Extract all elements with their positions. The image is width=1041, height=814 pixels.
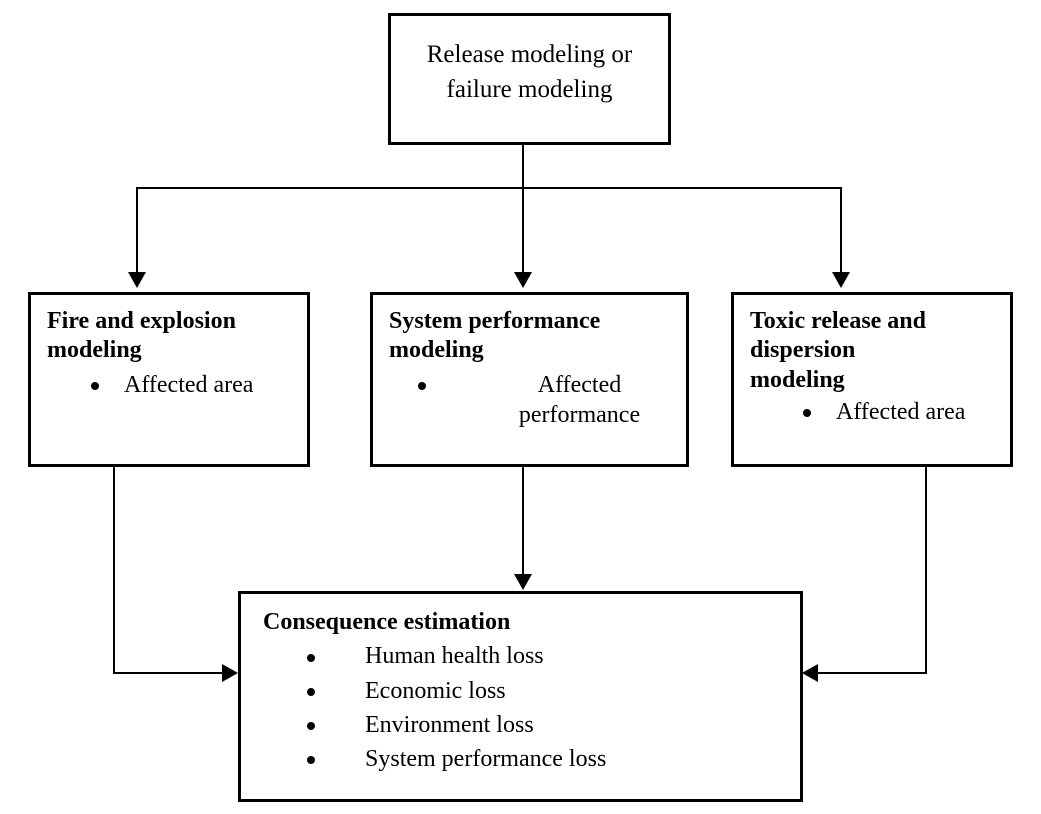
bullet-label: Affected performance [518, 371, 641, 428]
edge-left-to-bottom-drop [113, 467, 115, 674]
arrowhead-into-right-node [832, 272, 850, 288]
list-item: System performance loss [307, 744, 800, 774]
node-bullet-list: Human health loss Economic loss Environm… [263, 641, 800, 774]
bullet-dot-icon [307, 653, 315, 662]
list-item: Affected area [91, 370, 307, 400]
bullet-label: Economic loss [365, 677, 506, 704]
node-content: Toxic release and dispersion modeling Af… [734, 295, 1010, 427]
node-title: Fire and explosion modeling [47, 308, 236, 364]
arrowhead-into-middle-node [514, 272, 532, 288]
arrowhead-into-bottom-right [802, 664, 818, 682]
edge-top-to-right-drop [840, 187, 842, 273]
edge-distribution-bar [136, 187, 842, 189]
list-item: Environment loss [307, 710, 800, 740]
list-item: Economic loss [307, 676, 800, 706]
node-consequence-estimation[interactable]: Consequence estimation Human health loss… [238, 591, 803, 802]
node-release-or-failure-modeling[interactable]: Release modeling or failure modeling [388, 13, 671, 145]
node-bullet-list: Affected area [750, 397, 1010, 427]
bullet-label: Human health loss [365, 643, 544, 670]
bullet-dot-icon [307, 687, 315, 696]
bullet-label: Affected area [124, 371, 254, 398]
arrowhead-into-bottom-left [222, 664, 238, 682]
arrowhead-into-left-node [128, 272, 146, 288]
node-title: Release modeling or failure modeling [426, 41, 633, 103]
list-item: Affected performance [418, 370, 686, 430]
node-title: Consequence estimation [263, 609, 511, 635]
arrowhead-into-bottom-top [514, 574, 532, 590]
node-content: System performance modeling Affected per… [373, 295, 686, 430]
node-system-performance-modeling[interactable]: System performance modeling Affected per… [370, 292, 689, 467]
node-fire-and-explosion-modeling[interactable]: Fire and explosion modeling Affected are… [28, 292, 310, 467]
edge-middle-to-bottom-drop [522, 467, 524, 576]
edge-top-stem [522, 145, 524, 188]
node-title: System performance modeling [389, 308, 601, 364]
list-item: Affected area [803, 397, 1010, 427]
node-content: Release modeling or failure modeling [391, 16, 668, 107]
edge-top-to-left-drop [136, 187, 138, 273]
edge-right-to-bottom-drop [925, 467, 927, 674]
bullet-dot-icon [418, 382, 426, 390]
node-bullet-list: Affected performance [389, 370, 686, 430]
bullet-dot-icon [91, 382, 99, 390]
bullet-dot-icon [307, 722, 315, 731]
bullet-dot-icon [803, 409, 811, 418]
bullet-label: System performance loss [365, 745, 607, 772]
edge-right-to-bottom-run [816, 672, 927, 674]
bullet-label: Environment loss [365, 711, 534, 738]
node-toxic-release-and-dispersion-modeling[interactable]: Toxic release and dispersion modeling Af… [731, 292, 1013, 467]
node-bullet-list: Affected area [47, 370, 307, 400]
node-title: Toxic release and dispersion modeling [750, 308, 927, 393]
node-content: Consequence estimation Human health loss… [241, 594, 800, 774]
edge-left-to-bottom-run [113, 672, 225, 674]
bullet-dot-icon [307, 756, 315, 765]
edge-top-to-middle-drop [522, 187, 524, 273]
bullet-label: Affected area [836, 398, 966, 425]
node-content: Fire and explosion modeling Affected are… [31, 295, 307, 400]
list-item: Human health loss [307, 641, 800, 671]
